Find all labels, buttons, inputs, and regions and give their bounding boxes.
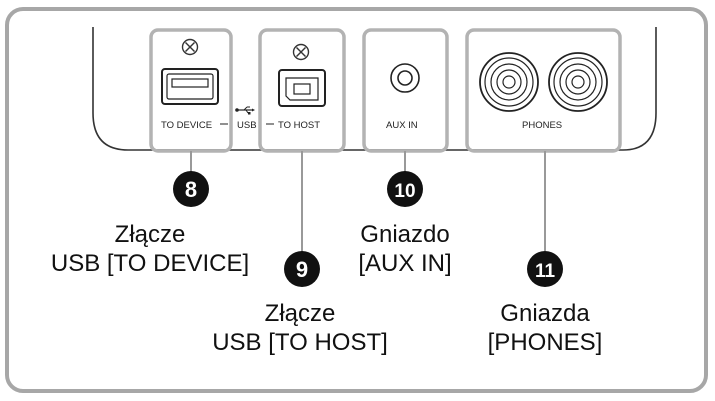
caption-phones: Gniazda [PHONES] — [470, 299, 620, 357]
mini-jack-icon — [390, 63, 420, 93]
svg-text:9: 9 — [296, 257, 308, 282]
caption-line: [PHONES] — [487, 329, 603, 356]
caption-line: Złącze — [114, 221, 186, 248]
usb-trident-icon — [235, 106, 255, 115]
group-box-phones — [465, 28, 622, 153]
caption-usb-to-host: Złącze USB [TO HOST] — [200, 299, 400, 357]
caption-line: Gniazda — [500, 300, 590, 327]
caption-line: Złącze — [264, 300, 336, 327]
svg-text:10: 10 — [394, 181, 415, 202]
caption-line: USB [TO HOST] — [212, 329, 388, 356]
callout-badge-8: 8 — [173, 171, 209, 207]
svg-text:11: 11 — [535, 261, 556, 282]
usb-b-port-icon — [278, 69, 326, 107]
phone-jack-icon — [479, 52, 539, 112]
screw-icon — [292, 43, 310, 61]
caption-line: USB [TO DEVICE] — [50, 250, 250, 277]
label-phones: PHONES — [522, 120, 562, 131]
screw-icon — [181, 38, 199, 56]
caption-line: Gniazdo — [360, 221, 450, 248]
label-aux-in: AUX IN — [386, 120, 418, 131]
callout-badge-10: 10 — [387, 171, 423, 207]
caption-line: [AUX IN] — [358, 250, 452, 277]
svg-text:8: 8 — [185, 177, 197, 202]
caption-aux-in: Gniazdo [AUX IN] — [340, 220, 470, 278]
usb-a-port-icon — [161, 68, 219, 105]
phone-jack-icon — [548, 52, 608, 112]
label-to-device: TO DEVICE — [161, 120, 212, 131]
callout-badge-11: 11 — [527, 251, 563, 287]
label-usb: USB — [237, 120, 257, 131]
caption-usb-to-device: Złącze USB [TO DEVICE] — [40, 220, 260, 278]
callout-badge-9: 9 — [284, 251, 320, 287]
label-to-host: TO HOST — [278, 120, 320, 131]
